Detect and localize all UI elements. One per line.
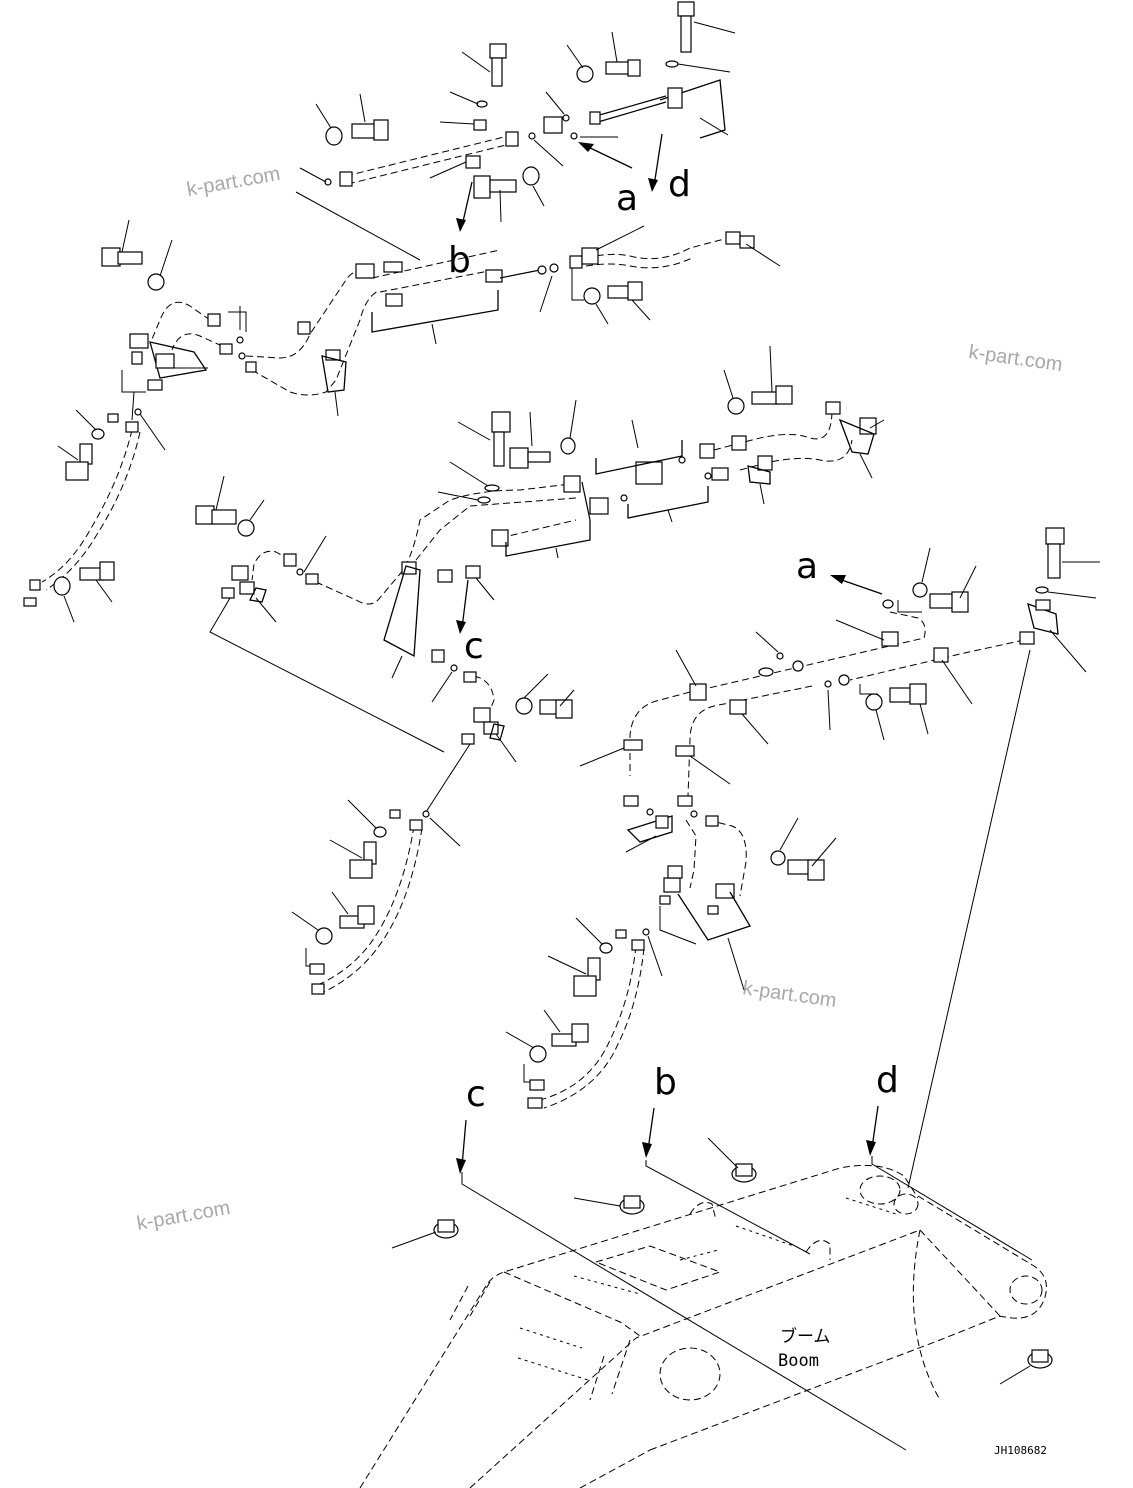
callout-b-upper: b [448, 240, 471, 281]
watermark-right: k-part.com [967, 341, 1064, 376]
callout-c-lower: c [466, 1074, 486, 1115]
top-pipe-group: a d [295, 1, 736, 281]
flange-nut [433, 1219, 459, 1239]
upper-left-pipe-group [23, 219, 781, 623]
callout-a-upper: a [616, 178, 638, 219]
block-fitting [543, 116, 563, 134]
callout-d-lower: d [876, 1060, 899, 1101]
callout-d-upper: d [668, 164, 691, 205]
washer [665, 60, 679, 68]
flange-nut [1027, 1349, 1053, 1369]
callout-c-mid: c [464, 626, 484, 667]
callout-a-right: a [796, 546, 818, 587]
bolt [576, 59, 641, 83]
block-fitting [635, 461, 663, 485]
boom-label-japanese: ブーム [780, 1326, 831, 1347]
bolt-hole-row [517, 1197, 897, 1381]
middle-pipe-group: c [195, 345, 885, 995]
watermark-top-left: k-part.com [185, 163, 282, 201]
right-pipe-group: a [505, 527, 1100, 1189]
flange-nut [619, 1195, 645, 1215]
callout-b-lower: b [654, 1062, 677, 1103]
flange-nut [731, 1163, 757, 1183]
boom-label-english: Boom [778, 1351, 819, 1371]
bolt [677, 1, 695, 53]
watermark-middle: k-part.com [741, 977, 838, 1012]
watermark-bottom-left: k-part.com [135, 1197, 232, 1235]
boom-structure: c b d [359, 1060, 1053, 1488]
drawing-code: JH108682 [994, 1444, 1047, 1457]
